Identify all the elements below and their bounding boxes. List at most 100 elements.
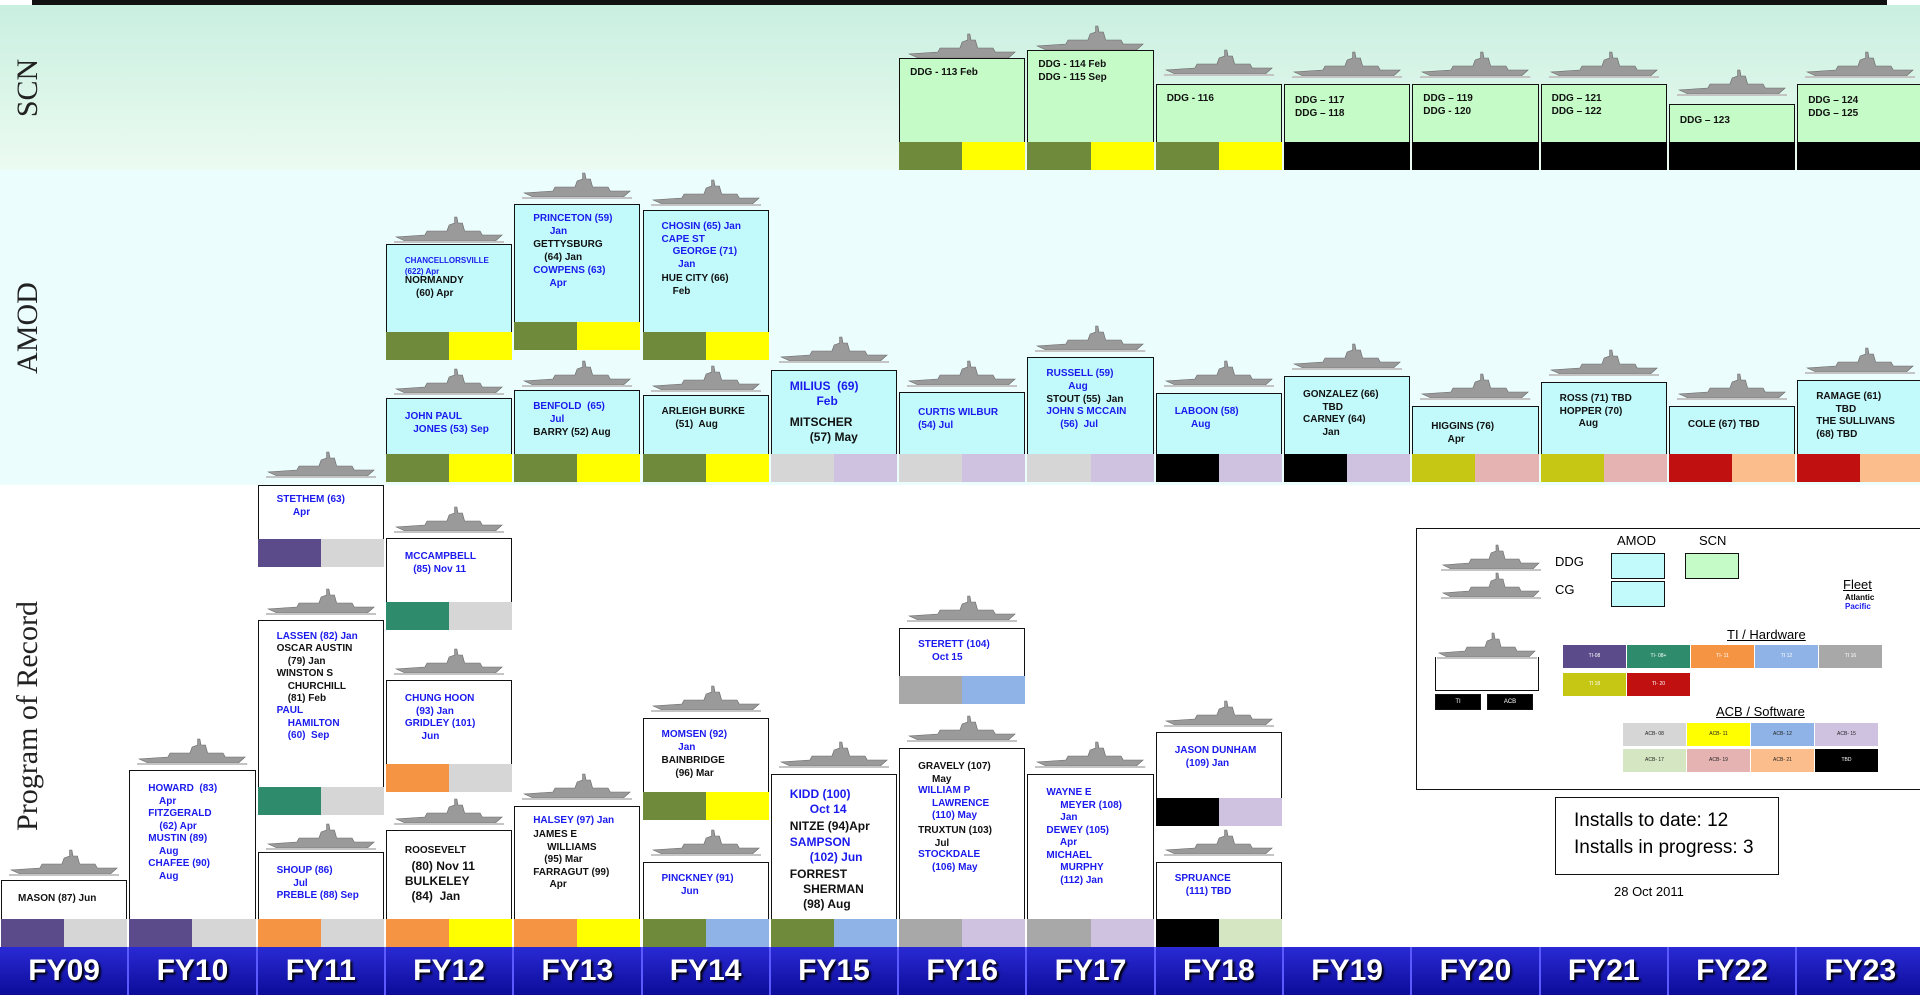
fiscal-year-label: FY19 [1311,954,1383,987]
scn-ship-card: DDG - 114 Feb DDG - 115 Sep [1027,50,1154,170]
por-ship-card: JASON DUNHAM (109) Jan [1155,732,1282,826]
por-ship-card: STETHEM (63) Apr [257,485,384,567]
por-ship-card: MASON (87) Jun [1,880,128,947]
installs-box: Installs to date: 12 Installs in progres… [1555,797,1779,875]
ship-card-text: COWPENS (63) Apr [533,265,606,289]
ship-card-text: CHUNG HOON (93) Jan GRIDLEY (101) Jun [404,693,476,742]
fiscal-year-divider [1153,947,1156,995]
scn-ship-card: DDG – 121 DDG – 122 [1540,84,1667,170]
ti-swatch [642,331,706,360]
acb-swatch [577,918,641,947]
ti-swatch [1540,141,1604,170]
acb-swatch [1090,918,1154,947]
acb-swatch [449,331,513,360]
ti-swatch [257,786,321,815]
acb-swatch [320,538,384,567]
amod-ship-card: RAMAGE (61) TBD THE SULLIVANS (68) TBD [1797,380,1920,482]
ship-card-text: MITSCHER (57) May [789,415,858,444]
ship-icon [137,735,248,765]
ship-card-text: GONZALEZ (66) TBD CARNEY (64) Jan [1303,389,1379,438]
ship-card-text: DDG – 117 DDG – 118 [1295,95,1345,119]
fiscal-year-label: FY22 [1696,954,1768,987]
amod-ship-card: ROSS (71) TBD HOPPER (70) Aug [1540,382,1667,482]
scn-ship-card: DDG – 124 DDG – 125 [1797,84,1920,170]
ship-card-text: CHOSIN (65) Jan CAPE ST GEORGE (71) Jan [661,221,741,270]
ship-icon [1805,48,1916,78]
ship-icon [907,712,1018,742]
acb-swatch [1603,141,1667,170]
ti-swatch [642,791,706,820]
ship-card-text: MASON (87) Jun [18,893,97,904]
acb-legend-swatch: ACB- 17 [1623,749,1686,772]
fiscal-year-divider [1538,947,1541,995]
legend-fleet-label: Fleet [1843,577,1872,592]
legend-ddg-amod-swatch [1611,553,1665,579]
ti-swatch [385,331,450,360]
ship-icon [393,795,505,825]
fiscal-year-divider [897,947,900,995]
ti-swatch [385,453,450,482]
por-ship-card: WAYNE E MEYER (108) Jan DEWEY (105) Apr … [1027,774,1154,947]
amod-ship-card: COLE (67) TBD [1668,406,1796,482]
acb-swatch [1732,141,1796,170]
acb-swatch [833,918,898,947]
amod-ship-card: GONZALEZ (66) TBD CARNEY (64) Jan [1284,376,1411,482]
ship-card-text: ROSS (71) TBD HOPPER (70) Aug [1559,393,1632,429]
ship-icon [393,645,505,675]
ship-icon [522,770,633,800]
ti-legend-swatch: TI 16 [1819,645,1882,668]
ti-swatch [257,918,321,947]
ti-swatch [1412,141,1476,170]
ti-swatch [1797,453,1861,482]
acb-swatch [1860,141,1920,170]
ship-icon [393,503,505,533]
acb-swatch [705,331,769,360]
ship-icon [1548,346,1659,376]
ship-card-text: CHANCELLORSVILLE (622) Apr [404,256,489,276]
ti-swatch [770,918,834,947]
ship-card-text: TRUXTUN (103) Jul [918,825,992,849]
ship-card-text: STOCKDALE (106) May [918,849,981,873]
por-ship-card: PINCKNEY (91) Jun [642,862,769,947]
ti-swatch [514,453,578,482]
ship-card-text: MILIUS (69) Feb [789,379,859,408]
ship-card-text: JOHN PAUL JONES (53) Sep [404,411,489,435]
ship-icon [907,357,1018,387]
ship-icon [1035,322,1146,352]
fiscal-year-divider [1795,947,1798,995]
ship-card-text: STETHEM (63) Apr [276,494,345,518]
legend-cg-ship-icon [1441,569,1541,599]
acb-swatch [577,453,641,482]
ship-icon [907,592,1018,622]
ship-icon [650,682,761,712]
por-ship-card: MCCAMPBELL (85) Nov 11 [385,538,513,630]
ship-card-text: KIDD (100) Oct 14 [789,787,851,816]
ti-swatch [257,538,321,567]
ti-swatch [385,918,450,947]
scn-ship-card: DDG – 119 DDG - 120 [1412,84,1539,170]
ship-icon [650,176,761,206]
ti-swatch [1797,141,1861,170]
ship-card-text: JASON DUNHAM (109) Jan [1174,745,1257,769]
fiscal-year-label: FY20 [1439,954,1512,987]
ship-icon [1035,738,1146,768]
por-ship-card: HOWARD (83) Apr FITZGERALD (62) Apr MUST… [129,770,256,947]
acb-swatch [833,453,898,482]
acb-swatch [449,918,513,947]
ti-swatch [1155,797,1219,826]
acb-swatch [577,321,641,350]
acb-swatch [64,918,128,947]
ship-card-text: COLE (67) TBD [1687,419,1760,430]
ship-icon [1292,48,1403,78]
por-ship-card: STERETT (104) Oct 15 [899,628,1026,704]
ship-card-text: STOUT (55) Jan [1046,394,1124,405]
ship-card-text: DDG - 113 Feb [910,67,978,78]
ship-icon [907,30,1018,60]
legend: AMOD SCN DDG CG Fleet Atlantic Pacific T… [1416,528,1920,790]
ti-legend-swatch: TI-08 [1563,645,1626,668]
